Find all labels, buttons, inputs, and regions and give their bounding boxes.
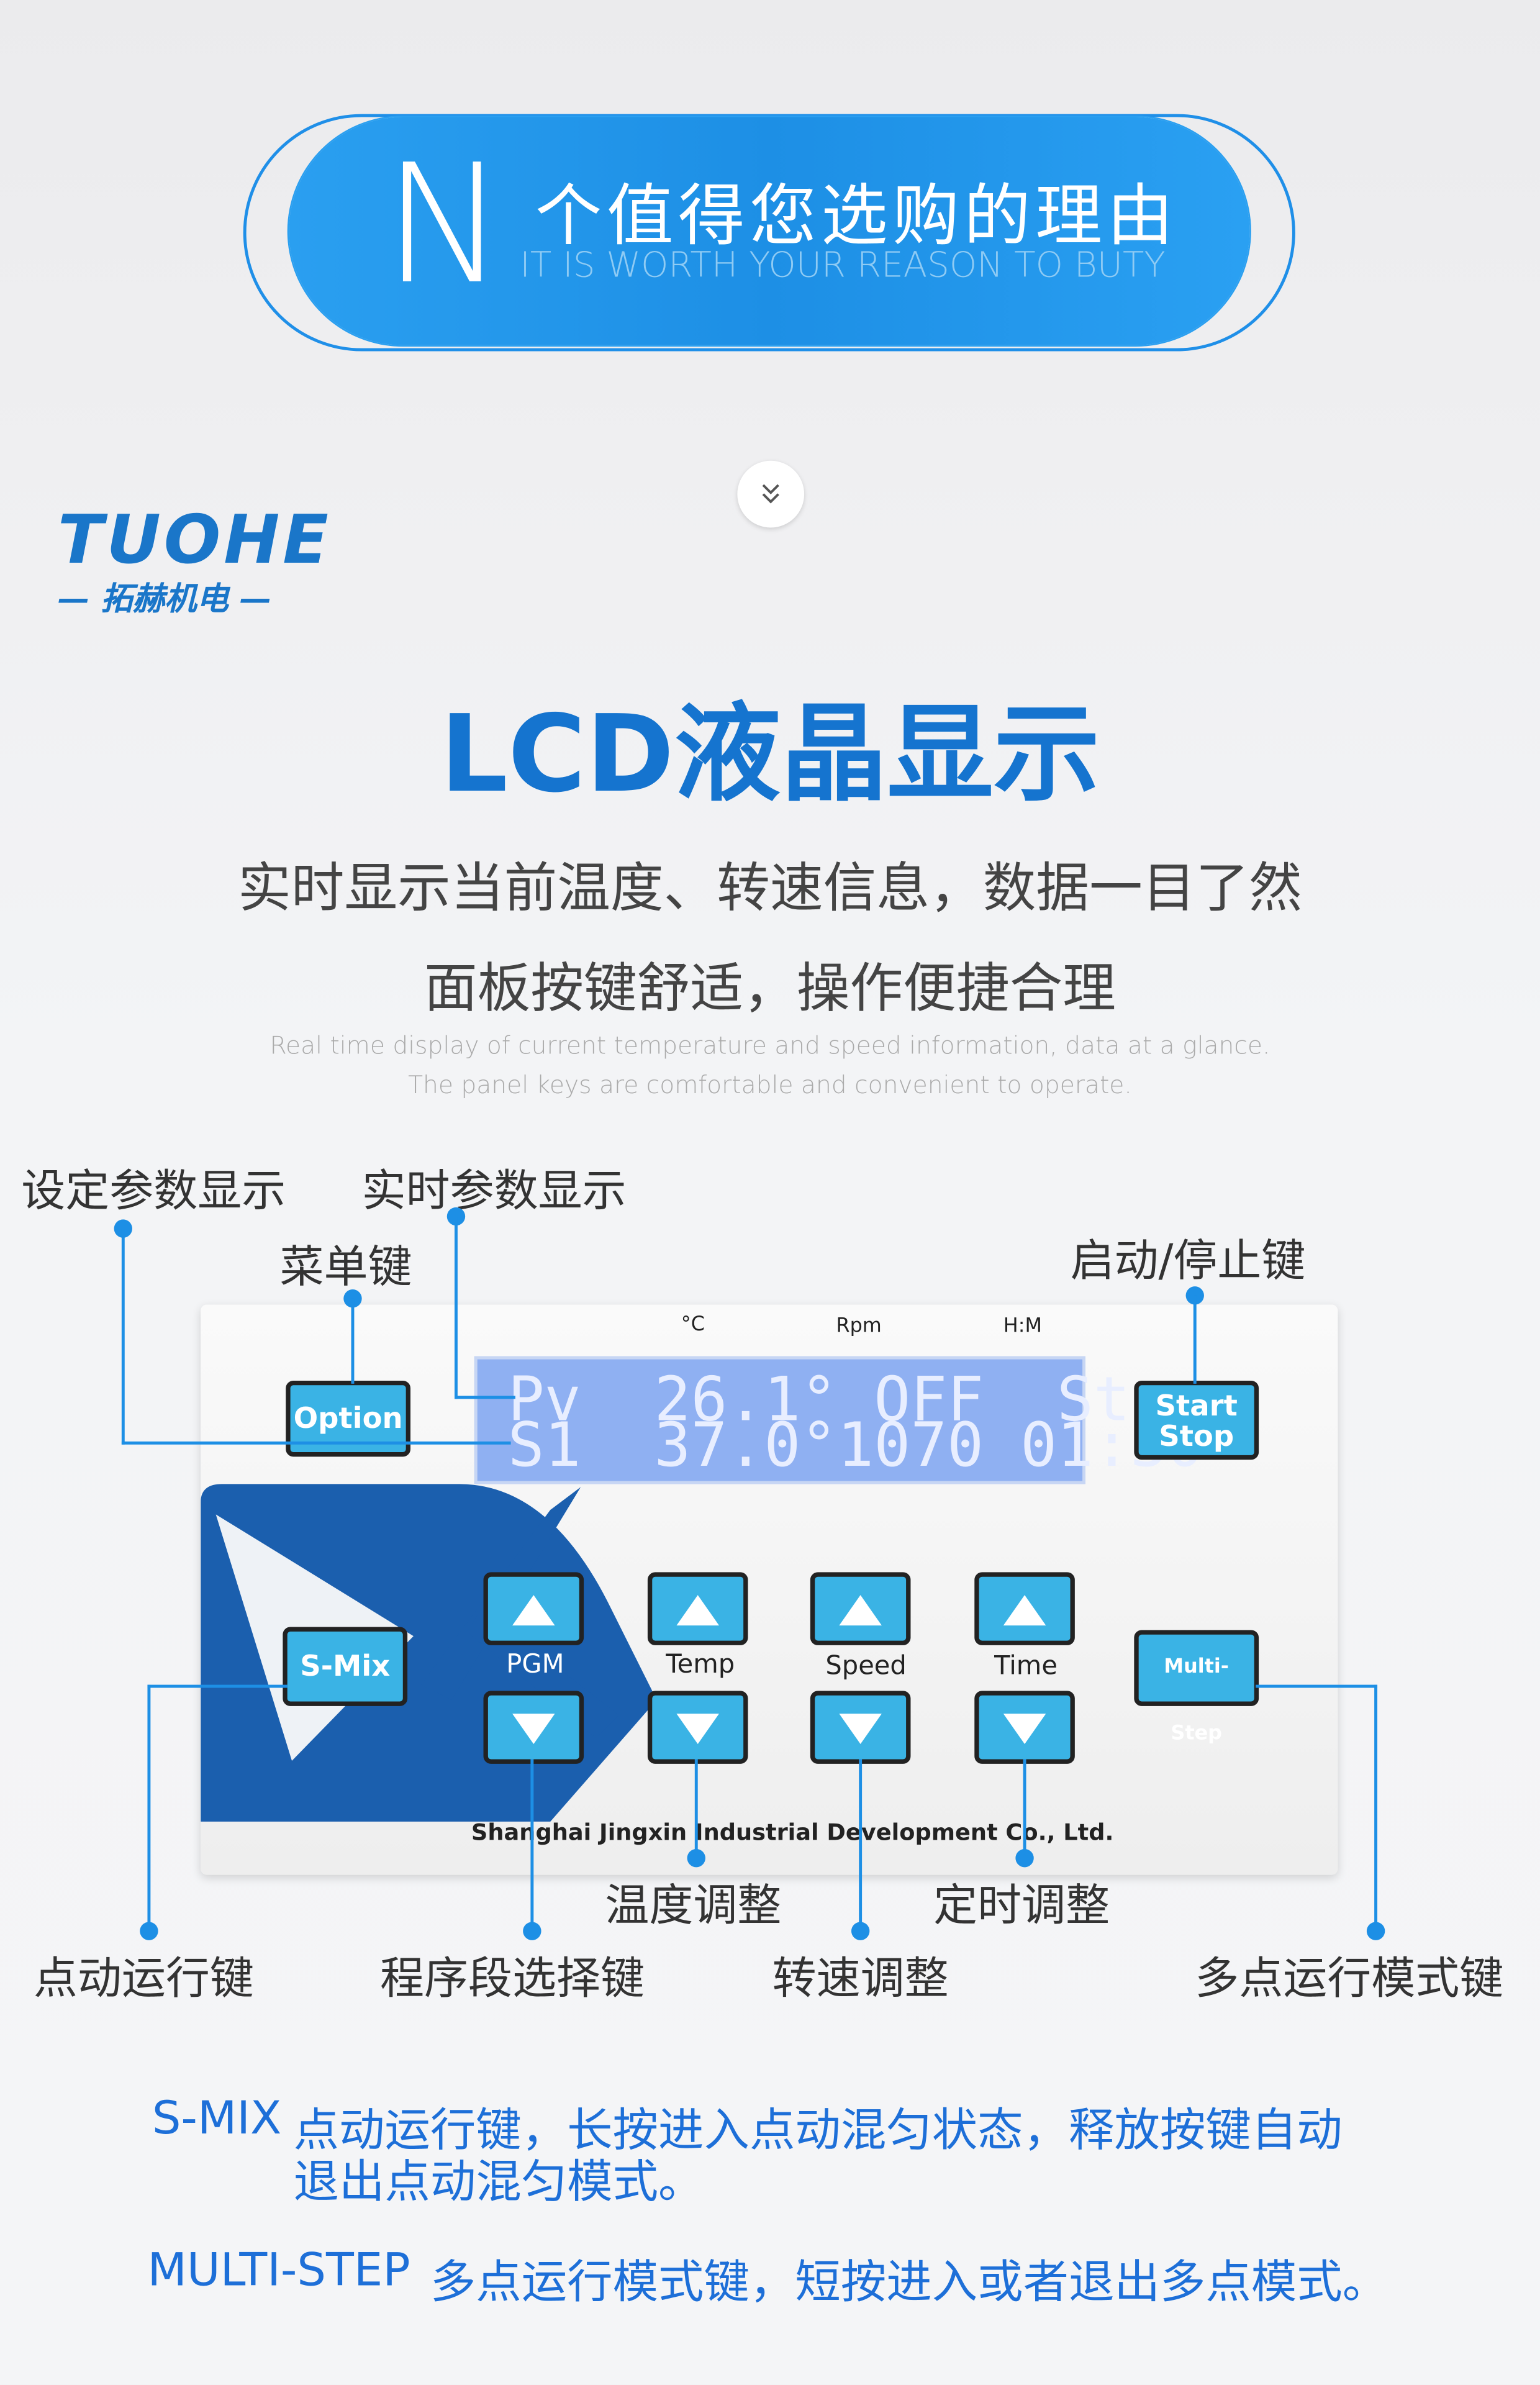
callout-line xyxy=(1374,1684,1378,1928)
callout-line xyxy=(147,1684,288,1688)
callout-line xyxy=(455,1396,515,1399)
triangle-up-icon xyxy=(1003,1595,1046,1626)
unit-rpm: Rpm xyxy=(836,1315,882,1338)
note-multi-key: MULTI-STEP xyxy=(147,2244,410,2298)
brand-logo-cn: — 拓赫机电 — xyxy=(58,581,272,617)
brand-logo: TUOHE xyxy=(58,501,332,579)
pgm-label: PGM xyxy=(506,1650,564,1681)
triangle-down-icon xyxy=(676,1714,719,1745)
label-program-key: 程序段选择键 xyxy=(380,1952,645,2004)
lcd-display: Pv 26.1° OFF Stop S1 37.0°1070 01:30 xyxy=(474,1356,1203,1484)
company-name: Shanghai Jingxin Industrial Development … xyxy=(471,1819,1114,1847)
callout-line xyxy=(530,1759,534,1927)
label-multi-key: 多点运行模式键 xyxy=(1195,1952,1504,2004)
banner-letter: N xyxy=(383,130,506,321)
label-jog-key: 点动运行键 xyxy=(33,1952,254,2004)
lcd-row-1: Pv 26.1° OFF Stop xyxy=(507,1365,1203,1436)
time-label: Time xyxy=(994,1651,1058,1682)
description-line-1: 实时显示当前温度、转速信息，数据一目了然 xyxy=(238,859,1302,920)
unit-celsius: °C xyxy=(681,1314,705,1337)
label-live-param: 实时参数显示 xyxy=(361,1165,627,1217)
callout-line xyxy=(694,1759,698,1857)
triangle-down-icon xyxy=(512,1714,555,1745)
time-down-button[interactable] xyxy=(974,1691,1075,1764)
triangle-up-icon xyxy=(676,1595,719,1626)
label-menu-key: 菜单键 xyxy=(279,1240,412,1292)
callout-line xyxy=(121,1229,125,1445)
callout-dot xyxy=(1366,1922,1385,1940)
callout-line xyxy=(121,1441,511,1445)
multi-step-button[interactable]: Multi-Step xyxy=(1134,1630,1259,1745)
triangle-down-icon xyxy=(839,1714,882,1745)
stop-label: Stop xyxy=(1159,1420,1234,1454)
option-button[interactable]: Option xyxy=(286,1380,411,1457)
temp-up-button[interactable] xyxy=(647,1572,748,1645)
pgm-down-button[interactable] xyxy=(483,1691,584,1764)
callout-dot xyxy=(687,1848,705,1868)
label-speed-adjust: 转速调整 xyxy=(772,1952,949,2004)
scroll-down-button[interactable] xyxy=(737,460,805,528)
temp-label: Temp xyxy=(666,1650,735,1681)
label-set-param: 设定参数显示 xyxy=(21,1165,286,1217)
callout-line xyxy=(1193,1295,1197,1384)
start-stop-button[interactable]: Start Stop xyxy=(1134,1380,1259,1460)
label-time-adjust: 定时调整 xyxy=(933,1879,1110,1932)
label-start-stop: 启动/停止键 xyxy=(1070,1234,1306,1287)
label-temp-adjust: 温度调整 xyxy=(605,1879,782,1932)
triangle-up-icon xyxy=(512,1595,555,1626)
callout-line xyxy=(455,1216,458,1399)
callout-line xyxy=(1023,1759,1026,1857)
banner-title: 个值得您选购的理由 xyxy=(535,178,1179,256)
note-smix-text-2: 退出点动混匀模式。 xyxy=(293,2156,704,2210)
callout-dot xyxy=(1015,1848,1034,1868)
lcd-row-2: S1 37.0°1070 01:30 xyxy=(507,1411,1203,1481)
time-up-button[interactable] xyxy=(974,1572,1075,1645)
speed-label: Speed xyxy=(825,1651,907,1682)
callout-line xyxy=(147,1684,151,1928)
start-label: Start xyxy=(1155,1389,1238,1424)
banner-subtitle: IT IS WORTH YOUR REASON TO BUTY xyxy=(520,246,1166,286)
description-en-1: Real time display of current temperature… xyxy=(270,1030,1270,1060)
triangle-down-icon xyxy=(1003,1714,1046,1745)
note-smix-key: S-MIX xyxy=(152,2092,282,2146)
s-mix-button[interactable]: S-Mix xyxy=(283,1627,408,1706)
speed-down-button[interactable] xyxy=(810,1691,911,1764)
callout-line xyxy=(351,1298,355,1384)
double-chevron-down-icon xyxy=(762,484,779,504)
callout-dot xyxy=(140,1922,158,1940)
banner xyxy=(289,117,1250,345)
description-en-2: The panel keys are comfortable and conve… xyxy=(408,1070,1132,1100)
temp-down-button[interactable] xyxy=(647,1691,748,1764)
note-smix-text-1: 点动运行键，长按进入点动混匀状态，释放按键自动 xyxy=(293,2104,1343,2158)
speed-up-button[interactable] xyxy=(810,1572,911,1645)
description-line-2: 面板按键舒适，操作便捷合理 xyxy=(424,959,1116,1020)
note-multi-text: 多点运行模式键，短按进入或者退出多点模式。 xyxy=(430,2256,1388,2310)
pgm-up-button[interactable] xyxy=(483,1572,584,1645)
callout-dot xyxy=(523,1922,541,1940)
callout-line xyxy=(859,1759,863,1927)
unit-hm: H:M xyxy=(1003,1315,1042,1338)
page-title: LCD液晶显示 xyxy=(440,691,1100,817)
banner-outline xyxy=(243,114,1295,352)
callout-line xyxy=(1256,1684,1378,1688)
triangle-up-icon xyxy=(839,1595,882,1626)
callout-dot xyxy=(851,1922,870,1940)
